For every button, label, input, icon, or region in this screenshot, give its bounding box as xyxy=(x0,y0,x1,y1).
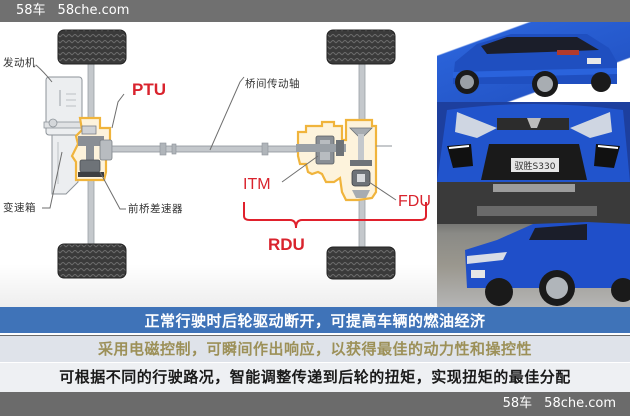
tire-rear-left-icon xyxy=(326,29,396,65)
tire-rear-right-icon xyxy=(326,246,396,280)
label-rdu: RDU xyxy=(268,235,305,254)
license-plate-text: 驭胜S330 xyxy=(515,161,556,172)
watermark-domain: 58che.com xyxy=(57,3,130,18)
tire-front-left-icon xyxy=(57,29,127,65)
label-engine: 发动机 xyxy=(3,57,36,69)
label-front-differential: 前桥差速器 xyxy=(128,203,183,215)
propeller-shaft xyxy=(111,142,303,156)
label-itm: ITM xyxy=(243,176,271,193)
photo-suv-front: 驭胜S330 xyxy=(437,102,630,202)
content-panel: 发动机 变速箱 前桥差速器 桥间传动轴 PTU ITM FDU RDU xyxy=(0,22,630,307)
label-ptu: PTU xyxy=(132,80,166,99)
caption-banner-electromagnetic-control: 采用电磁控制，可瞬间作出响应，以获得最佳的动力性和操控性 xyxy=(0,336,630,363)
photo-suv-side xyxy=(437,202,630,307)
awd-drivetrain-diagram: 发动机 变速箱 前桥差速器 桥间传动轴 PTU ITM FDU RDU xyxy=(0,22,437,307)
caption-banner-torque-distribution: 可根据不同的行驶路况，智能调整传递到后轮的扭矩，实现扭矩的最佳分配 xyxy=(0,363,630,392)
label-prop-shaft: 桥间传动轴 xyxy=(245,78,300,90)
bottom-watermark-bar: 58车 58che.com xyxy=(0,392,630,416)
leader-lines xyxy=(35,64,397,210)
engine-block-icon xyxy=(43,76,85,136)
suv-front-image: 驭胜S330 xyxy=(437,102,630,202)
license-plate xyxy=(511,158,559,172)
rdu-bracket xyxy=(243,202,427,229)
photo-suv-rear xyxy=(437,22,630,102)
watermark-brand: 58车 xyxy=(502,396,533,411)
top-watermark-bar: 58车 58che.com xyxy=(0,0,630,22)
watermark-domain: 58che.com xyxy=(544,396,616,411)
vehicle-photo-column: 驭胜S330 xyxy=(437,22,630,307)
watermark-top: 58车 58che.com xyxy=(16,2,141,20)
caption-banner-fuel-economy: 正常行驶时后轮驱动断开，可提高车辆的燃油经济 xyxy=(0,307,630,335)
drivetrain-illustration xyxy=(35,29,427,280)
suv-rear-image xyxy=(453,34,617,97)
label-fdu: FDU xyxy=(398,193,431,210)
tire-front-right-icon xyxy=(57,243,127,279)
rdu-assembly xyxy=(296,118,392,202)
gearbox-icon xyxy=(51,134,79,195)
label-gearbox: 变速箱 xyxy=(3,202,36,214)
suv-side-image xyxy=(437,202,630,306)
watermark-brand: 58车 xyxy=(16,3,46,18)
ptu-front-diff-assembly xyxy=(70,116,113,182)
watermark-bottom: 58车 58che.com xyxy=(503,395,616,413)
